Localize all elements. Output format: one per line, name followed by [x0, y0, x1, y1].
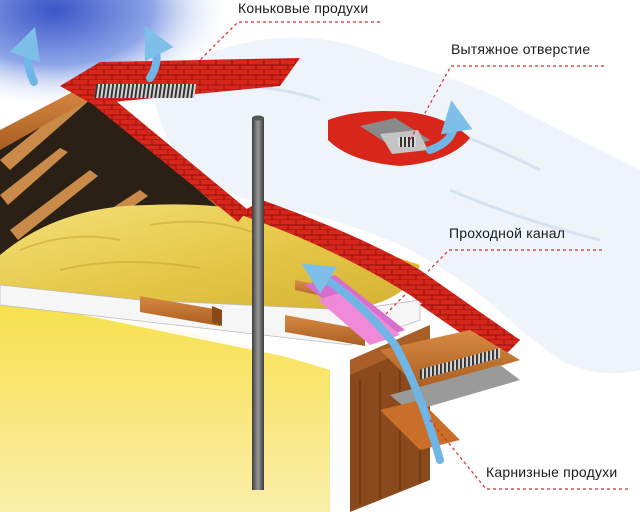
house-wall: [0, 300, 330, 512]
passage-channel-label: Проходной канал: [449, 225, 566, 241]
leader-lines: [189, 21, 628, 490]
sky: [0, 0, 360, 200]
airflow-arrow-icon: [301, 263, 444, 464]
snow: [150, 37, 640, 374]
eaves-vents-label: Карнизные продухи: [486, 464, 618, 480]
exhaust-opening-label: Вытяжное отверстие: [451, 41, 591, 57]
ridge-vents-label: Коньковые продухи: [238, 0, 369, 16]
airflow-arrow-icon: [144, 25, 174, 82]
vent-pipe-icon: [252, 118, 264, 490]
airflow-arrow-icon: [9, 26, 41, 86]
airflow-arrow-icon: [426, 100, 473, 154]
airflow-arrows: [9, 25, 473, 464]
eaves-vent-icon: [420, 348, 500, 380]
ridge-vent-icon: [94, 84, 197, 98]
